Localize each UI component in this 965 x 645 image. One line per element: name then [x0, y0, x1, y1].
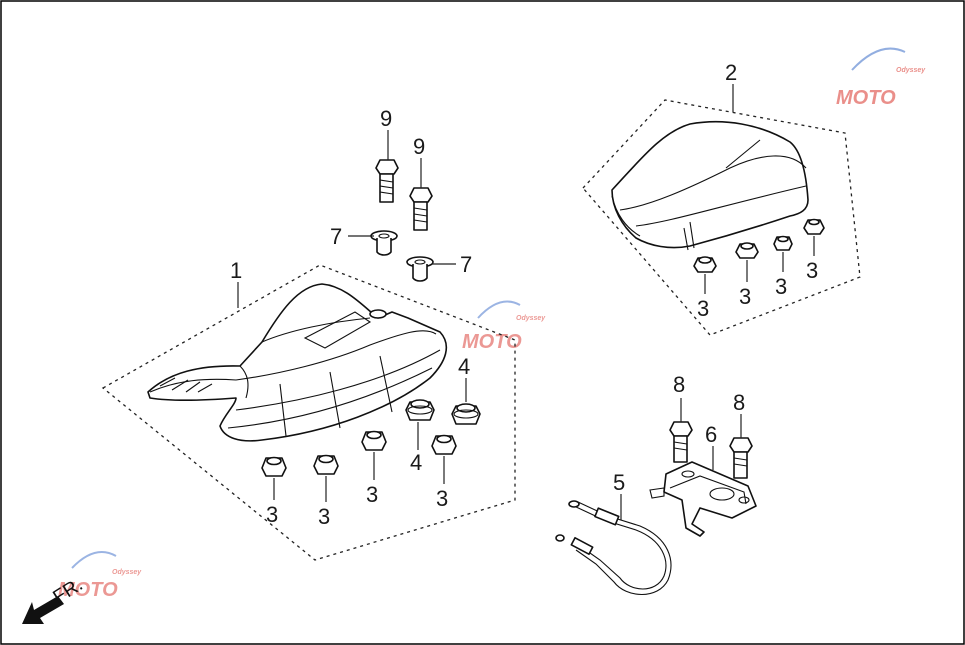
callout-3: 3 — [266, 502, 278, 527]
callout-4: 4 — [410, 450, 422, 475]
watermark-center: MOTO Odyssey — [462, 300, 546, 353]
damper-2 — [451, 403, 481, 425]
watermark-text: MOTO — [836, 87, 896, 109]
seat-lock-bracket — [649, 461, 757, 537]
grommet-rear-3 — [773, 235, 793, 251]
callout-2: 2 — [725, 60, 737, 85]
grommet-front-3 — [361, 430, 387, 451]
callout-3: 3 — [318, 504, 330, 529]
callout-9: 9 — [413, 134, 425, 159]
collar-7a — [370, 230, 398, 256]
grommet-rear-1 — [693, 256, 717, 273]
collar-7b — [406, 256, 434, 282]
callout-3: 3 — [697, 296, 709, 321]
callout-7: 7 — [330, 224, 342, 249]
damper-1 — [405, 399, 435, 421]
bolt-8b — [729, 437, 753, 479]
bolt-9a — [375, 159, 399, 203]
rear-seat-group-outline — [582, 99, 861, 336]
bolt-9b — [409, 187, 433, 231]
grommet-front-4 — [431, 434, 457, 455]
grommet-rear-2 — [735, 242, 759, 259]
watermark-subtext: Odyssey — [112, 569, 142, 576]
front-arrow-icon — [22, 596, 64, 624]
rear-seat — [611, 120, 809, 251]
bolt-8a — [669, 421, 693, 463]
callout-7: 7 — [460, 252, 472, 277]
watermark-top-right: MOTO Odyssey — [836, 47, 926, 109]
seat-lock-cable — [555, 500, 672, 595]
callout-1: 1 — [230, 258, 242, 283]
callout-9: 9 — [380, 106, 392, 131]
watermark-bottom-left: MOTO Odyssey — [58, 551, 142, 601]
callout-8: 8 — [733, 390, 745, 415]
callout-5: 5 — [613, 470, 625, 495]
callout-8: 8 — [673, 372, 685, 397]
callout-numbers: 1 2 9 9 7 7 4 4 3 3 3 3 3 3 3 3 8 8 6 5 — [230, 60, 818, 529]
callout-3: 3 — [436, 486, 448, 511]
watermark-text: MOTO — [58, 579, 118, 601]
callout-6: 6 — [705, 422, 717, 447]
leader-lines — [237, 84, 815, 520]
watermark-text: MOTO — [462, 331, 522, 353]
grommet-front-2 — [313, 454, 339, 475]
callout-3: 3 — [775, 274, 787, 299]
callout-3: 3 — [366, 482, 378, 507]
watermark-subtext: Odyssey — [516, 315, 546, 322]
callout-4: 4 — [458, 354, 470, 379]
callout-3: 3 — [739, 284, 751, 309]
grommet-rear-4 — [803, 218, 825, 235]
callout-3: 3 — [806, 258, 818, 283]
watermark-subtext: Odyssey — [896, 67, 926, 74]
front-seat — [147, 283, 448, 442]
grommet-front-1 — [261, 456, 287, 477]
